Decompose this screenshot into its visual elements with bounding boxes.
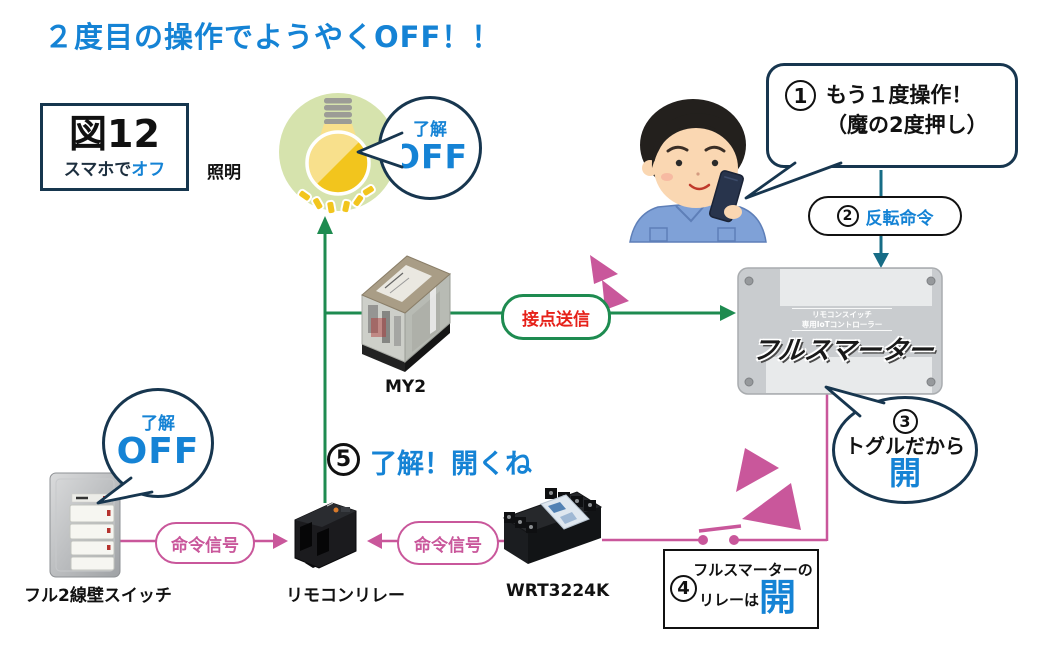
relay-state-box: 4 フルスマーターの リレーは 開 (663, 549, 819, 629)
step-5-badge: 5 (327, 443, 360, 476)
fullsmarter-subtitle-line2: 専用IoTコントローラー (801, 319, 883, 329)
toggle-bubble: 3 トグルだから 開 (832, 396, 978, 504)
invert-command-label: 反転命令 (865, 208, 934, 229)
command-signal-pill-left: 命令信号 (155, 522, 255, 564)
pink-arrow-right-icon (273, 533, 288, 549)
green-arrow-right-icon (720, 305, 736, 321)
invert-command-pill: 2 反転命令 (808, 196, 962, 236)
open-contact-icon (698, 524, 742, 545)
wall-switch-label: フル2線壁スイッチ (24, 586, 172, 606)
toggle-bubble-line1: トグルだから (845, 434, 965, 459)
user-speech-line2: （魔の2度押し） (826, 113, 988, 138)
switch-ack-line2: OFF (116, 431, 200, 473)
figure-number: 図12 (69, 111, 160, 156)
wrt3224k-label: WRT3224K (506, 581, 610, 601)
user-speech-line1: もう１度操作！ (826, 83, 973, 107)
fullsmarter-logo: フルスマーター (750, 336, 935, 366)
lamp-ack-bubble: 了解 OFF (378, 96, 482, 200)
my2-relay-illustration (361, 255, 451, 372)
relay-state-line2-prefix: リレーは (699, 591, 760, 609)
lamp-label: 照明 (207, 163, 241, 183)
pink-arrow-left-icon (367, 533, 382, 549)
switch-ack-line1: 了解 (141, 413, 175, 434)
figure-caption: スマホでオフ (64, 155, 166, 180)
large-motion-triangles-icon (736, 448, 801, 530)
switch-ack-bubble: 了解 OFF (102, 388, 214, 498)
ack-text: 了解！開くね (370, 449, 532, 480)
page-title: ２度目の操作でようやくOFF！！ (44, 20, 502, 54)
fullsmarter-illustration (737, 267, 943, 395)
user-speech-bubble: 1 もう１度操作！ （魔の2度押し） (766, 63, 1018, 168)
figure-caption-prefix: スマホで (63, 159, 132, 180)
lamp-illustration (279, 93, 397, 216)
figure-caption-accent: オフ (131, 159, 166, 180)
step-4-badge: 4 (670, 575, 697, 602)
remote-relay-label: リモコンリレー (286, 586, 405, 606)
step-2-badge: 2 (836, 205, 859, 227)
green-arrow-up-icon (317, 216, 333, 234)
small-motion-triangles-icon (590, 255, 629, 310)
command-signal-pill-right: 命令信号 (397, 521, 499, 565)
relay-state-line1: フルスマーターの (693, 561, 813, 579)
teal-arrow-down-icon (873, 253, 889, 268)
step-1-badge: 1 (785, 80, 816, 111)
contact-send-pill: 接点送信 (501, 294, 611, 340)
my2-label: MY2 (385, 377, 427, 397)
fullsmarter-subtitle-line1: リモコンスイッチ (812, 310, 872, 319)
lamp-ack-line1: 了解 (413, 120, 447, 141)
relay-state-line2-accent: 開 (759, 576, 797, 619)
person-illustration (629, 99, 767, 243)
remote-relay-illustration (294, 502, 357, 569)
fullsmarter-subtitle: リモコンスイッチ 専用IoTコントローラー (792, 308, 892, 331)
wall-switch-illustration (49, 472, 121, 578)
step-3-badge: 3 (892, 409, 918, 435)
toggle-bubble-line2: 開 (888, 454, 921, 493)
figure-box: 図12 スマホでオフ (40, 103, 189, 191)
wrt3224k-illustration (502, 488, 603, 564)
lamp-ack-line2: OFF (391, 137, 469, 177)
